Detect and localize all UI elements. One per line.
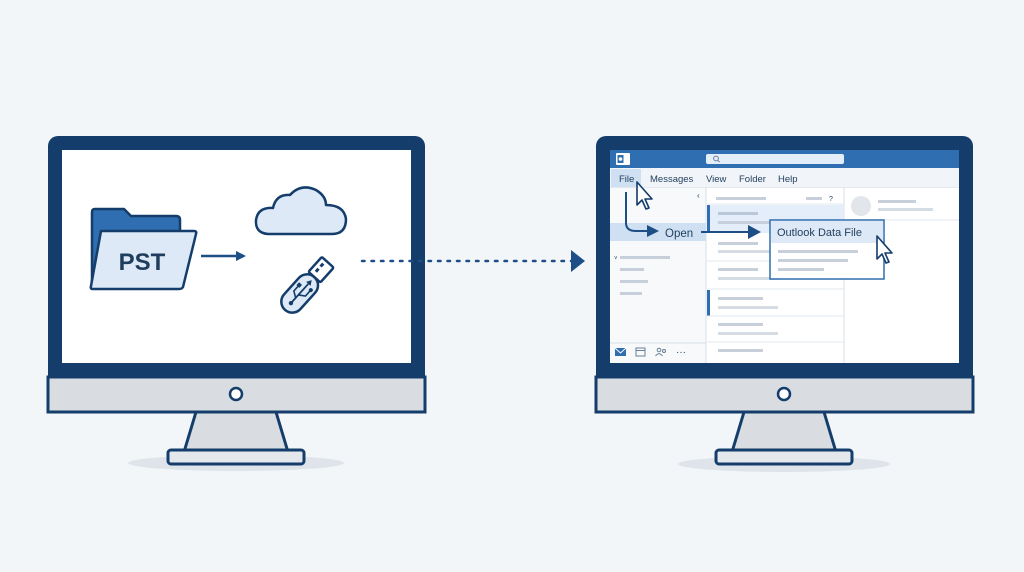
calendar-icon[interactable] <box>635 347 646 357</box>
help-glyph[interactable]: ? <box>829 196 833 203</box>
folder-line <box>620 268 644 271</box>
power-button <box>776 386 792 402</box>
target-monitor: File Messages View Folder Help ‹ ˅ ··· <box>594 136 975 472</box>
cursor-icon <box>636 181 653 210</box>
reading-line <box>878 208 933 211</box>
more-icon[interactable]: ··· <box>676 347 686 358</box>
monitor-base <box>166 448 306 466</box>
usb-drive-icon <box>280 256 335 314</box>
menu-messages[interactable]: Messages <box>650 174 694 185</box>
source-monitor: PST <box>46 136 427 471</box>
folder-icon <box>89 207 198 291</box>
file-menu-highlight <box>611 169 641 187</box>
list-toolbar-line <box>806 197 822 200</box>
pst-label: PST <box>119 249 166 276</box>
monitor-stand <box>182 410 290 454</box>
cursor-icon <box>876 235 893 264</box>
menu-file[interactable]: File <box>619 174 634 185</box>
submenu-line <box>778 268 824 271</box>
cloud-icon <box>254 186 348 236</box>
list-toolbar-line <box>716 197 766 200</box>
open-row-highlight <box>610 223 706 241</box>
submenu-popup: Outlook Data File <box>769 219 885 280</box>
monitor-base <box>714 448 854 466</box>
submenu-line <box>778 250 858 253</box>
open-menu-item[interactable]: Open <box>665 228 693 240</box>
open-to-submenu-arrowhead <box>748 225 761 239</box>
collapse-glyph[interactable]: ‹ <box>697 191 700 200</box>
search-icon <box>713 155 720 163</box>
submenu-line <box>778 259 848 262</box>
folder-line <box>620 292 642 295</box>
menu-help[interactable]: Help <box>778 174 798 185</box>
list-item[interactable] <box>718 323 778 335</box>
menu-bar <box>610 168 959 188</box>
list-item[interactable] <box>718 268 778 280</box>
transfer-arrowhead <box>571 250 585 272</box>
file-to-open-arrowhead <box>647 225 659 237</box>
submenu-item-highlight <box>771 221 883 243</box>
folder-line <box>620 256 670 259</box>
list-item[interactable] <box>707 290 778 316</box>
power-button <box>228 386 244 402</box>
people-icon[interactable] <box>655 347 666 357</box>
search-input[interactable] <box>706 154 844 164</box>
monitor-stand <box>730 410 838 454</box>
reading-line <box>878 200 916 203</box>
outlook-logo <box>616 153 630 165</box>
mail-icon[interactable] <box>614 347 627 356</box>
list-item[interactable] <box>718 349 763 352</box>
folder-pane <box>610 188 706 363</box>
submenu-outlook-data-file[interactable]: Outlook Data File <box>777 227 862 239</box>
menu-view[interactable]: View <box>706 174 727 185</box>
folder-expand-glyph: ˅ <box>614 256 618 262</box>
menu-folder[interactable]: Folder <box>739 174 766 185</box>
folder-line <box>620 280 648 283</box>
file-to-open-arrow <box>625 192 648 232</box>
avatar <box>851 196 871 216</box>
